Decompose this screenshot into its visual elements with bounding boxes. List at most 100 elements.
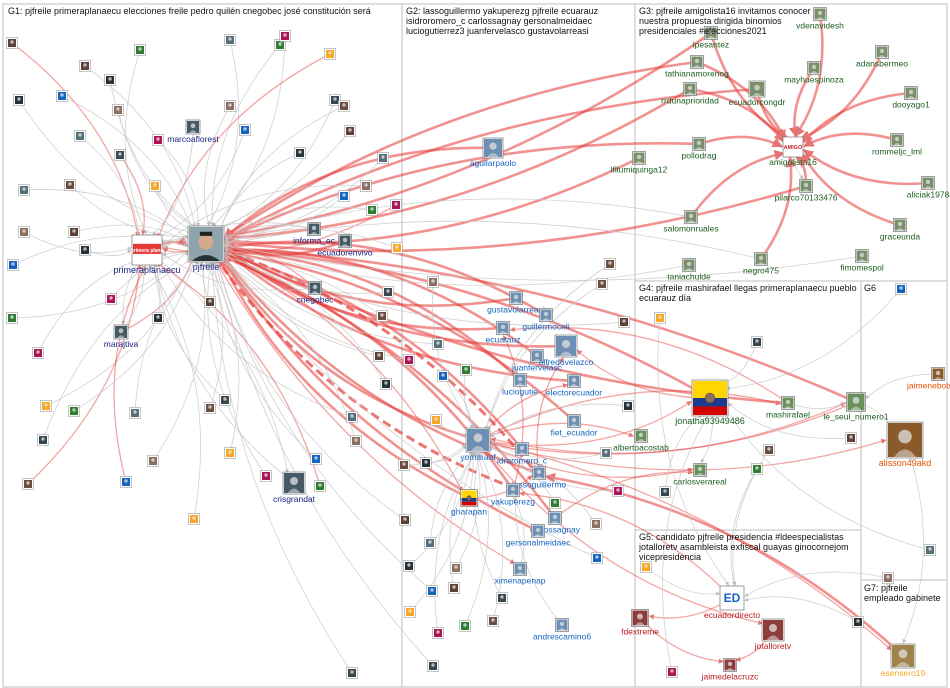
avatar-icon[interactable] bbox=[152, 134, 164, 146]
node-yakuperezg[interactable]: yakuperezg bbox=[491, 483, 535, 507]
node-mayhuespinoza[interactable]: mayhuespinoza bbox=[784, 61, 844, 85]
avatar-icon[interactable] bbox=[612, 485, 624, 497]
avatar-icon[interactable] bbox=[219, 394, 231, 406]
avatar-icon[interactable] bbox=[18, 226, 30, 238]
avatar-icon[interactable] bbox=[129, 407, 141, 419]
avatar-icon[interactable] bbox=[32, 347, 44, 359]
node-alfredovelazco[interactable]: alfredovelazco bbox=[539, 334, 594, 367]
avatar-icon[interactable] bbox=[74, 130, 86, 142]
avatar-icon[interactable] bbox=[376, 310, 388, 322]
avatar-icon[interactable] bbox=[346, 411, 358, 423]
avatar-icon[interactable] bbox=[338, 100, 350, 112]
avatar-icon[interactable] bbox=[338, 190, 350, 202]
avatar-icon[interactable] bbox=[640, 561, 652, 573]
avatar-icon[interactable] bbox=[324, 48, 336, 60]
avatar-icon[interactable] bbox=[329, 94, 341, 106]
node-guillermoceli[interactable]: guillermoceli bbox=[522, 308, 570, 332]
avatar-icon[interactable] bbox=[120, 476, 132, 488]
node-graceunda[interactable]: graceunda bbox=[880, 218, 920, 242]
node-gustavolarreasi[interactable]: gustavolarreasi bbox=[487, 291, 545, 315]
avatar-icon[interactable] bbox=[6, 312, 18, 324]
avatar-icon[interactable] bbox=[460, 364, 472, 376]
avatar-icon[interactable] bbox=[852, 616, 864, 628]
avatar-icon[interactable] bbox=[377, 152, 389, 164]
node-cnegobec[interactable]: cnegobec bbox=[297, 281, 335, 305]
avatar-icon[interactable] bbox=[432, 627, 444, 639]
avatar-icon[interactable] bbox=[382, 286, 394, 298]
avatar-icon[interactable] bbox=[600, 447, 612, 459]
avatar-icon[interactable] bbox=[404, 606, 416, 618]
avatar-icon[interactable] bbox=[224, 100, 236, 112]
avatar-icon[interactable] bbox=[79, 244, 91, 256]
node-albertoacostab[interactable]: albertoacostab bbox=[613, 429, 669, 453]
node-fdextreme[interactable]: fdextreme bbox=[621, 609, 659, 637]
avatar-icon[interactable] bbox=[68, 226, 80, 238]
avatar-icon[interactable] bbox=[344, 125, 356, 137]
node-jotalloretv[interactable]: jotalloretv bbox=[754, 618, 792, 651]
avatar-icon[interactable] bbox=[152, 312, 164, 324]
node-negro475[interactable]: negro475 bbox=[743, 252, 779, 276]
avatar-icon[interactable] bbox=[147, 455, 159, 467]
node-lfllumiquinga12[interactable]: lfllumiquinga12 bbox=[611, 151, 668, 175]
node-pjfreile[interactable]: pjfreile bbox=[187, 225, 225, 272]
avatar-icon[interactable] bbox=[314, 480, 326, 492]
avatar-icon[interactable] bbox=[204, 402, 216, 414]
avatar-icon[interactable] bbox=[373, 350, 385, 362]
node-ecuadorcongdr[interactable]: ecuadorcongdr bbox=[729, 80, 786, 107]
node-crisgrandat[interactable]: crisgrandat bbox=[273, 471, 316, 504]
node-ximenapenap[interactable]: ximenapenap bbox=[494, 562, 546, 586]
avatar-icon[interactable] bbox=[659, 486, 671, 498]
avatar-icon[interactable] bbox=[666, 666, 678, 678]
avatar-icon[interactable] bbox=[6, 37, 18, 49]
node-jaimedelacruzc[interactable]: jaimedelacruzc bbox=[701, 658, 759, 682]
avatar-icon[interactable] bbox=[437, 370, 449, 382]
node-ecuadorenvivo[interactable]: ecuadorenvivo bbox=[317, 234, 373, 258]
avatar-icon[interactable] bbox=[596, 278, 608, 290]
node-juanfervelasc[interactable]: juanfervelasc bbox=[511, 349, 563, 373]
avatar-icon[interactable] bbox=[549, 497, 561, 509]
node-lassoguillermo[interactable]: lassoguillermo bbox=[512, 466, 567, 490]
avatar-icon[interactable] bbox=[618, 316, 630, 328]
avatar-icon[interactable] bbox=[239, 124, 251, 136]
node-ecuarauz[interactable]: ecuarauz bbox=[486, 321, 521, 345]
node-mashirafael[interactable]: mashirafael bbox=[766, 396, 810, 420]
avatar-icon[interactable] bbox=[13, 94, 25, 106]
avatar-icon[interactable] bbox=[105, 293, 117, 305]
node-le-seul-numero1[interactable]: le_seul_numero1 bbox=[823, 392, 889, 422]
node-fiet-ecuador[interactable]: fiet_ecuador bbox=[551, 414, 598, 438]
avatar-icon[interactable] bbox=[56, 90, 68, 102]
node-fimomespol[interactable]: fimomespol bbox=[840, 249, 884, 273]
node-esensero19[interactable]: esensero19 bbox=[881, 643, 926, 678]
avatar-icon[interactable] bbox=[459, 620, 471, 632]
avatar-icon[interactable] bbox=[399, 514, 411, 526]
node-marajtiva[interactable]: marajtiva bbox=[104, 324, 139, 349]
avatar-icon[interactable] bbox=[427, 660, 439, 672]
avatar-icon[interactable] bbox=[604, 258, 616, 270]
avatar-icon[interactable] bbox=[391, 242, 403, 254]
avatar-icon[interactable] bbox=[403, 560, 415, 572]
avatar-icon[interactable] bbox=[112, 104, 124, 116]
avatar-icon[interactable] bbox=[622, 400, 634, 412]
avatar-icon[interactable] bbox=[350, 435, 362, 447]
node-luciogutie[interactable]: luciogutie bbox=[502, 373, 538, 397]
node-carlosverareal[interactable]: carlosverareal bbox=[673, 463, 727, 487]
node-carlossagnay[interactable]: carlossagnay bbox=[530, 511, 581, 535]
avatar-icon[interactable] bbox=[79, 60, 91, 72]
avatar-icon[interactable] bbox=[424, 537, 436, 549]
avatar-icon[interactable] bbox=[310, 453, 322, 465]
avatar-icon[interactable] bbox=[924, 544, 936, 556]
node-informa-ec[interactable]: informa_ec bbox=[293, 222, 336, 246]
avatar-icon[interactable] bbox=[18, 184, 30, 196]
avatar-icon[interactable] bbox=[430, 414, 442, 426]
avatar-icon[interactable] bbox=[763, 444, 775, 456]
avatar-icon[interactable] bbox=[845, 432, 857, 444]
avatar-icon[interactable] bbox=[149, 180, 161, 192]
node-aguilarpaolo[interactable]: aguilarpaolo bbox=[470, 137, 517, 168]
avatar-icon[interactable] bbox=[432, 338, 444, 350]
avatar-icon[interactable] bbox=[68, 405, 80, 417]
avatar-icon[interactable] bbox=[260, 470, 272, 482]
node-marcoaflorest[interactable]: marcoaflorest bbox=[167, 119, 219, 144]
